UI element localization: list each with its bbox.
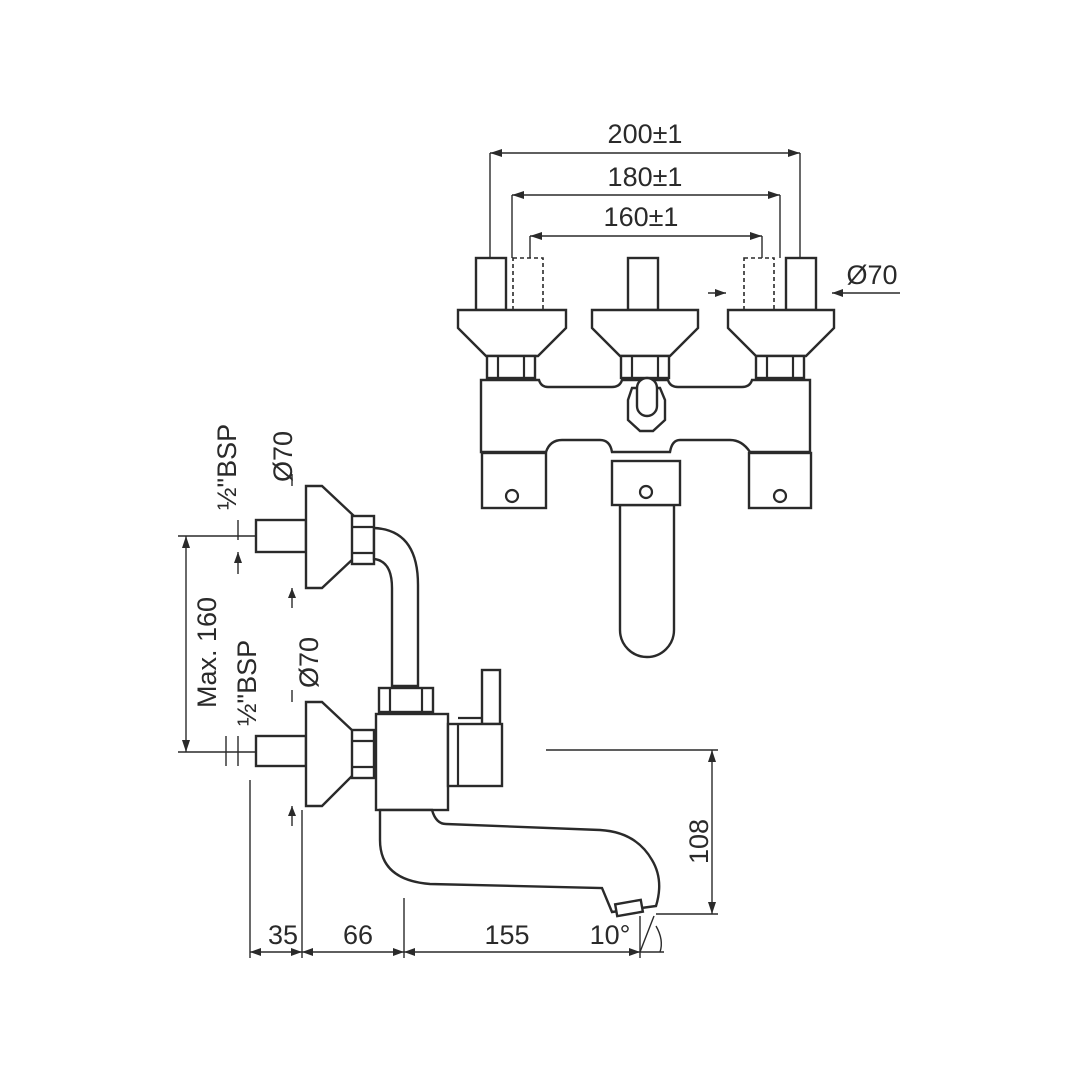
nut-left xyxy=(485,354,537,380)
inlet-pipe-left xyxy=(474,256,508,312)
foot-right xyxy=(747,451,813,510)
side-lever-handle xyxy=(446,668,504,788)
flange-bottom-label: Ø70 xyxy=(294,637,324,688)
nut-center xyxy=(619,354,671,380)
flange-center xyxy=(590,308,700,358)
flange-left xyxy=(456,308,568,358)
spout-front xyxy=(610,459,682,659)
inlet-pipe-right xyxy=(784,256,818,312)
side-view: ½"BSP Ø70 Max. 160 ½"BSP Ø70 108 35 66 1… xyxy=(178,424,718,958)
side-valve-body xyxy=(374,712,450,812)
side-nut-bottom xyxy=(350,728,376,780)
diverter-knob xyxy=(626,376,667,433)
side-aerator xyxy=(613,898,645,918)
dim-66-label: 66 xyxy=(343,920,373,950)
thread-bottom-label: ½"BSP xyxy=(232,640,262,726)
dim-flange-dia-label: Ø70 xyxy=(846,260,897,290)
diverter-stem xyxy=(626,256,660,312)
front-view: 200±1 180±1 160±1 Ø70 xyxy=(456,119,900,659)
side-inlet-top-pipe xyxy=(254,518,308,554)
front-dimension-lines xyxy=(489,149,900,297)
inlet-pipe-left-alt xyxy=(512,257,544,311)
max-spacing-label: Max. 160 xyxy=(192,597,222,708)
dim-35-label: 35 xyxy=(268,920,298,950)
foot-left xyxy=(480,451,548,510)
flange-right xyxy=(726,308,836,358)
dim-middle-label: 180±1 xyxy=(608,162,683,192)
inlet-pipe-right-alt xyxy=(743,257,775,311)
dim-155-label: 155 xyxy=(484,920,529,950)
side-dim-bottom-chain xyxy=(249,780,664,958)
spout-angle-label: 10° xyxy=(590,920,631,950)
side-inlet-bottom-pipe xyxy=(254,734,308,768)
nut-right xyxy=(754,354,806,380)
side-riser-pipe xyxy=(372,526,420,688)
side-dim-top-lines xyxy=(234,474,296,608)
dim-inner-label: 160±1 xyxy=(604,202,679,232)
side-flange-bottom xyxy=(304,700,356,808)
side-nut-top xyxy=(350,514,376,566)
dim-outer-label: 200±1 xyxy=(608,119,683,149)
side-dim-max-lines xyxy=(178,535,256,753)
side-dim-bottom-lines xyxy=(225,690,296,826)
side-spout xyxy=(378,808,661,914)
spout-height-label: 108 xyxy=(684,819,714,864)
flange-top-label: Ø70 xyxy=(268,431,298,482)
thread-top-label: ½"BSP xyxy=(212,424,242,510)
side-upper-nut xyxy=(377,686,435,714)
side-flange-top xyxy=(304,484,356,590)
side-dim-108-lines xyxy=(546,749,718,915)
